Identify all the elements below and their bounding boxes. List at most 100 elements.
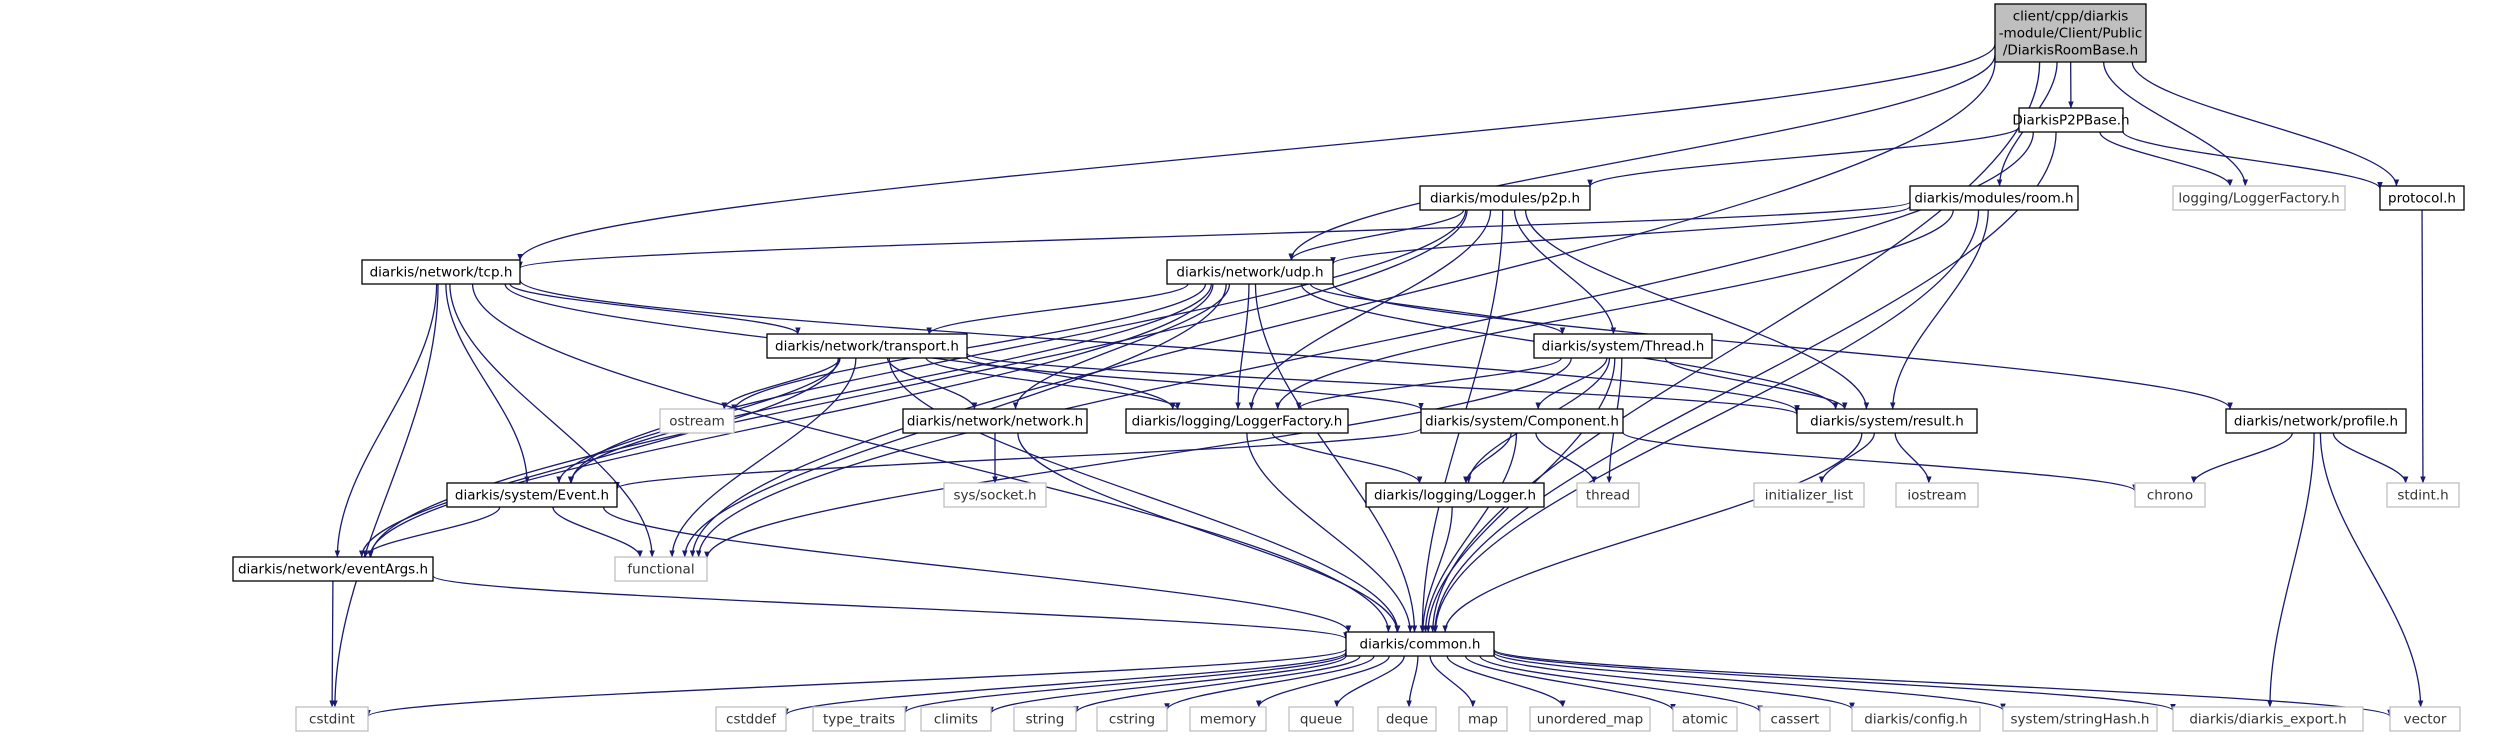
node-thread-box	[1533, 333, 1713, 359]
node-common-label: diarkis/common.h	[1360, 637, 1481, 653]
node-root[interactable]: client/cpp/diarkis-module/Client/Public/…	[1994, 3, 2147, 63]
node-cassert: cassert	[1759, 706, 1831, 732]
node-memory-box	[1189, 706, 1267, 732]
node-logger[interactable]: diarkis/logging/Logger.h	[1365, 482, 1545, 508]
node-p2pbase-box	[2018, 107, 2124, 133]
edge-transport-to-functional	[669, 357, 857, 558]
edge-p2p-to-eventargs	[368, 209, 1468, 558]
node-climits-box	[920, 706, 992, 732]
node-config: diarkis/config.h	[1851, 706, 1981, 732]
node-tcp[interactable]: diarkis/network/tcp.h	[361, 259, 521, 285]
node-event-box	[446, 482, 618, 508]
node-room-box	[1909, 185, 2079, 211]
edge-eventargs-to-cstdint	[329, 580, 335, 708]
edge-thread-to-result	[1664, 357, 1848, 410]
edge-root-to-common	[1430, 61, 2041, 633]
node-eventargs-label: diarkis/network/eventArgs.h	[238, 562, 428, 578]
edge-profile-to-stdint	[2332, 432, 2409, 484]
node-chrono: chrono	[2134, 482, 2206, 508]
node-result-label: diarkis/system/result.h	[1810, 414, 1964, 430]
node-p2pbase[interactable]: DiarkisP2PBase.h	[2012, 107, 2130, 133]
node-thread[interactable]: diarkis/system/Thread.h	[1533, 333, 1713, 359]
node-result[interactable]: diarkis/system/result.h	[1796, 408, 1978, 434]
node-udp-box	[1166, 259, 1334, 285]
node-event[interactable]: diarkis/system/Event.h	[446, 482, 618, 508]
node-root-label: /DiarkisRoomBase.h	[2003, 43, 2138, 59]
node-socket: sys/socket.h	[943, 482, 1047, 508]
edge-common-to-cstring	[1164, 655, 1375, 711]
edge-root-to-protocol	[2131, 61, 2400, 187]
node-map-box	[1458, 706, 1508, 732]
edge-udp-to-profile	[1332, 283, 2233, 410]
node-functional-label: functional	[627, 562, 694, 578]
edge-protocol-to-stdint	[2420, 209, 2426, 484]
node-common[interactable]: diarkis/common.h	[1345, 631, 1495, 657]
node-atomic-label: atomic	[1682, 712, 1728, 728]
edge-component-to-thread_std	[1535, 432, 1597, 484]
edge-loggerfactory-to-common	[1246, 432, 1413, 633]
edge-tcp-to-transport	[509, 283, 801, 335]
node-queue: queue	[1288, 706, 1354, 732]
edge-common-to-unordered_map	[1446, 655, 1566, 708]
edge-common-to-string	[1073, 655, 1361, 714]
node-cstring: cstring	[1096, 706, 1168, 732]
node-thread-label: diarkis/system/Thread.h	[1542, 339, 1705, 355]
node-queue-label: queue	[1300, 712, 1342, 728]
node-p2p[interactable]: diarkis/modules/p2p.h	[1419, 185, 1591, 211]
edge-p2p-to-udp	[1288, 209, 1465, 261]
edge-component-to-chrono	[1622, 431, 2138, 492]
node-loggerfactory[interactable]: diarkis/logging/LoggerFactory.h	[1125, 408, 1349, 434]
node-transport[interactable]: diarkis/network/transport.h	[766, 333, 968, 359]
node-logger-label: diarkis/logging/Logger.h	[1374, 488, 1536, 504]
edge-common-to-cassert	[1479, 655, 1763, 713]
node-component-label: diarkis/system/Component.h	[1425, 414, 1619, 430]
edge-component-to-logger	[1463, 432, 1512, 484]
edge-thread-to-loggerfactory	[1296, 357, 1562, 410]
edge-common-to-memory	[1255, 655, 1390, 708]
node-unordered_map-label: unordered_map	[1537, 712, 1643, 728]
node-deque-box	[1377, 706, 1437, 732]
edge-logger-to-common	[1420, 506, 1453, 633]
node-udp[interactable]: diarkis/network/udp.h	[1166, 259, 1334, 285]
node-socket-label: sys/socket.h	[953, 488, 1036, 504]
node-loggerfactory-box	[1125, 408, 1349, 434]
edge-profile-to-vector	[2319, 432, 2424, 708]
node-room[interactable]: diarkis/modules/room.h	[1909, 185, 2079, 211]
node-iostream: iostream	[1895, 482, 1979, 508]
node-profile[interactable]: diarkis/network/profile.h	[2225, 408, 2407, 434]
node-ostream-box	[659, 408, 735, 434]
node-stdint-label: stdint.h	[2397, 488, 2448, 504]
node-network[interactable]: diarkis/network/network.h	[902, 408, 1088, 434]
node-eventargs[interactable]: diarkis/network/eventArgs.h	[232, 556, 434, 582]
edge-common-to-type_traits	[902, 653, 1347, 714]
edge-thread-to-component	[1535, 357, 1608, 410]
node-loggerfactory-label: diarkis/logging/LoggerFactory.h	[1132, 414, 1343, 430]
node-climits: climits	[920, 706, 992, 732]
node-transport-box	[766, 333, 968, 359]
node-root-box	[1994, 3, 2147, 63]
edge-room-to-common	[1432, 209, 1980, 633]
edge-p2pbase-to-loggerfactory_ext	[2099, 131, 2233, 187]
node-result-box	[1796, 408, 1978, 434]
edge-udp-to-network	[1012, 283, 1231, 410]
edge-room-to-udp	[1330, 205, 1911, 265]
node-atomic-box	[1672, 706, 1738, 732]
node-string: string	[1013, 706, 1077, 732]
node-stdint: stdint.h	[2386, 482, 2460, 508]
node-component[interactable]: diarkis/system/Component.h	[1420, 408, 1624, 434]
edge-transport-to-eventargs	[358, 357, 839, 558]
edge-common-to-stringhash	[1493, 651, 2006, 711]
node-protocol[interactable]: protocol.h	[2379, 185, 2465, 211]
node-thread_std-label: thread	[1586, 488, 1630, 504]
edge-root-to-loggerfactory_ext	[2102, 61, 2249, 187]
node-cassert-label: cassert	[1771, 712, 1820, 728]
node-cstddef: cstddef	[715, 706, 787, 732]
node-climits-label: climits	[934, 712, 978, 728]
node-loggerfactory_ext-label: logging/LoggerFactory.h	[2178, 191, 2339, 207]
node-config-box	[1851, 706, 1981, 732]
edge-profile-to-export	[2267, 432, 2315, 708]
edge-transport-to-ostream	[721, 357, 841, 410]
node-udp-label: diarkis/network/udp.h	[1176, 265, 1323, 281]
edge-transport-to-common	[888, 357, 1401, 633]
edge-room-to-loggerfactory	[1275, 209, 1954, 410]
